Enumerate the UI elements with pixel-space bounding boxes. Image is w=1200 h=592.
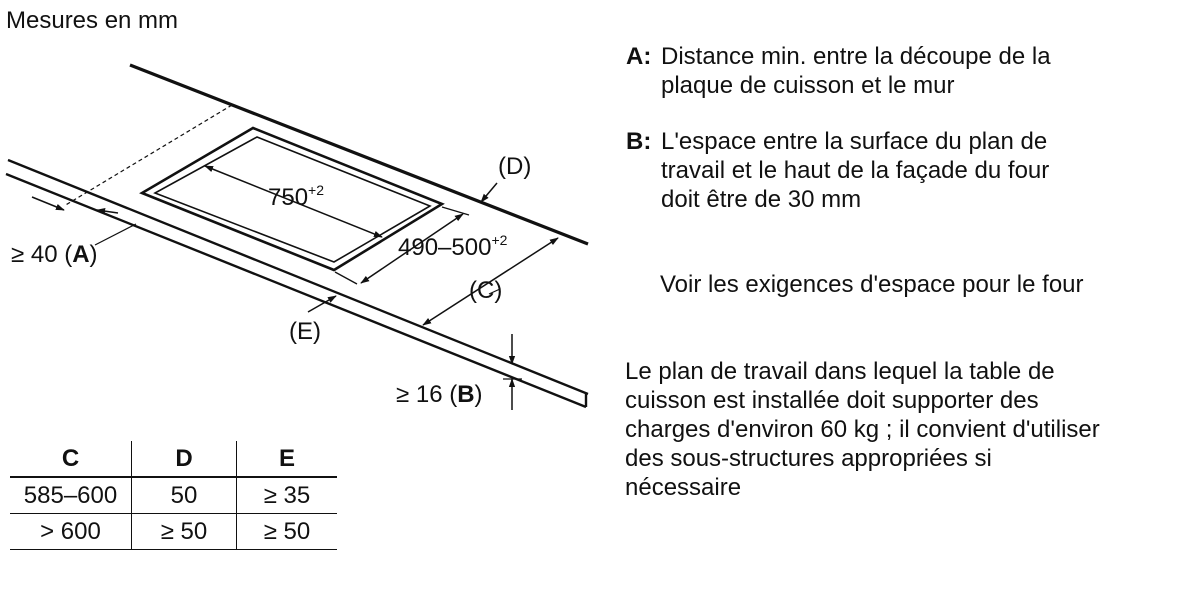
width-tolerance: +2	[308, 182, 325, 198]
d-dimension-label: (D)	[498, 153, 532, 180]
width-label: 750+2	[268, 182, 325, 212]
depth-dimension-line	[360, 213, 464, 284]
table-cell: ≥ 50	[236, 513, 337, 550]
b-dimension-label: ≥ 16 (B)	[396, 381, 483, 408]
legend-item-b: B: L'espace entre la surface du plan de …	[626, 127, 1186, 217]
table-header-row: C D E	[10, 441, 337, 478]
b-key: B	[457, 381, 475, 408]
support-note: Le plan de travail dans lequel la table …	[625, 358, 1100, 501]
table-cell: ≥ 50	[131, 513, 237, 550]
depth-tolerance: +2	[491, 232, 508, 248]
a-leader	[94, 223, 137, 246]
worktop-front-edge-top	[7, 158, 589, 396]
a-key: A	[72, 241, 90, 268]
wall-dashed-line	[63, 104, 233, 207]
e-dimension-arrow	[307, 295, 337, 313]
legend-item-a: A: Distance min. entre la découpe de la …	[626, 42, 1186, 102]
table-cell: 50	[131, 477, 237, 514]
legend-key-a: A:	[626, 43, 652, 70]
a-dimension-arrow	[31, 196, 65, 211]
table-header-d: D	[131, 441, 237, 478]
table-cell: > 600	[10, 513, 132, 550]
table-cell: 585–600	[10, 477, 132, 514]
depth-label: 490–500+2	[398, 232, 508, 262]
depth-value: 490–500	[398, 234, 492, 261]
table-header-c: C	[10, 441, 132, 478]
units-caption: Mesures en mm	[6, 7, 179, 34]
a-dimension-label: ≥ 40 (A)	[11, 241, 98, 268]
c-dimension-label: (C)	[469, 277, 503, 304]
e-dimension-label: (E)	[289, 318, 321, 345]
width-dimension-line	[204, 165, 383, 238]
d-dimension-arrow	[480, 182, 498, 203]
table-row: > 600 ≥ 50 ≥ 50	[10, 513, 337, 550]
c-dimension-line	[422, 237, 559, 326]
oven-note: Voir les exigences d'espace pour le four	[660, 271, 1084, 298]
width-value: 750	[268, 184, 309, 211]
legend-text-b: L'espace entre la surface du plan de tra…	[661, 128, 1050, 213]
clearance-table: C D E 585–600 50 ≥ 35 > 600 ≥ 50 ≥ 50	[10, 441, 337, 550]
worktop-back-edge	[129, 63, 589, 246]
table-row: 585–600 50 ≥ 35	[10, 477, 337, 514]
table-header-e: E	[236, 441, 337, 478]
table-cell: ≥ 35	[236, 477, 337, 514]
legend-text-a: Distance min. entre la découpe de la pla…	[661, 43, 1051, 99]
legend-key-b: B:	[626, 128, 652, 155]
